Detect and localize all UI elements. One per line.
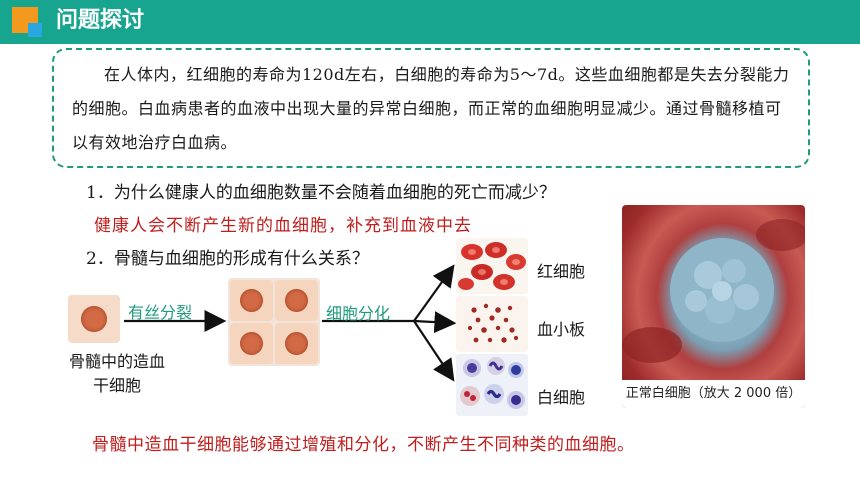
divided-cell — [275, 323, 318, 364]
white-blood-cell-micrograph-icon — [622, 219, 805, 363]
white-blood-cell-photo: 正常白细胞（放大 2 000 倍） — [622, 205, 805, 408]
logo-square-blue-icon — [28, 23, 42, 37]
arrow-to-platelet — [413, 311, 457, 334]
question-2: 2．骨髓与血细胞的形成有什么关系？ — [86, 249, 369, 269]
intro-text: 在人体内，红细胞的寿命为120d左右，白细胞的寿命为5～7d。这些血细胞都是失去… — [72, 65, 790, 152]
header-bar: 问题探讨 — [0, 0, 860, 44]
divided-cell — [230, 323, 273, 364]
page-title: 问题探讨 — [56, 8, 145, 33]
answer-1: 健康人会不断产生新的血细胞，补充到血液中去 — [94, 216, 472, 236]
stem-cell-label: 骨髓中的造血干细胞 — [68, 352, 165, 395]
red-blood-cell-label: 红细胞 — [537, 262, 586, 281]
photo-caption: 正常白细胞（放大 2 000 倍） — [622, 380, 805, 408]
intro-box: 在人体内，红细胞的寿命为120d左右，白细胞的寿命为5～7d。这些血细胞都是失去… — [52, 48, 810, 168]
conclusion-text: 骨髓中造血干细胞能够通过增殖和分化，不断产生不同种类的血细胞。 — [92, 435, 635, 455]
arrow-to-wbc — [413, 320, 455, 382]
divided-cell — [275, 280, 318, 321]
white-blood-cell-label: 白细胞 — [537, 388, 586, 407]
question-1: 1．为什么健康人的血细胞数量不会随着血细胞的死亡而减少？ — [86, 183, 556, 203]
arrow-to-rbc — [413, 264, 455, 322]
stem-cell-nucleus — [81, 306, 107, 332]
platelet-label: 血小板 — [537, 320, 586, 339]
platelets-image — [456, 296, 528, 352]
red-blood-cells-image — [456, 238, 528, 294]
mitosis-label: 有丝分裂 — [128, 303, 193, 322]
divided-stem-cells-image — [228, 278, 320, 366]
differentiation-label: 细胞分化 — [326, 304, 391, 323]
white-blood-cells-image — [456, 354, 528, 416]
divided-cell — [230, 280, 273, 321]
stem-cell-image — [68, 295, 120, 343]
